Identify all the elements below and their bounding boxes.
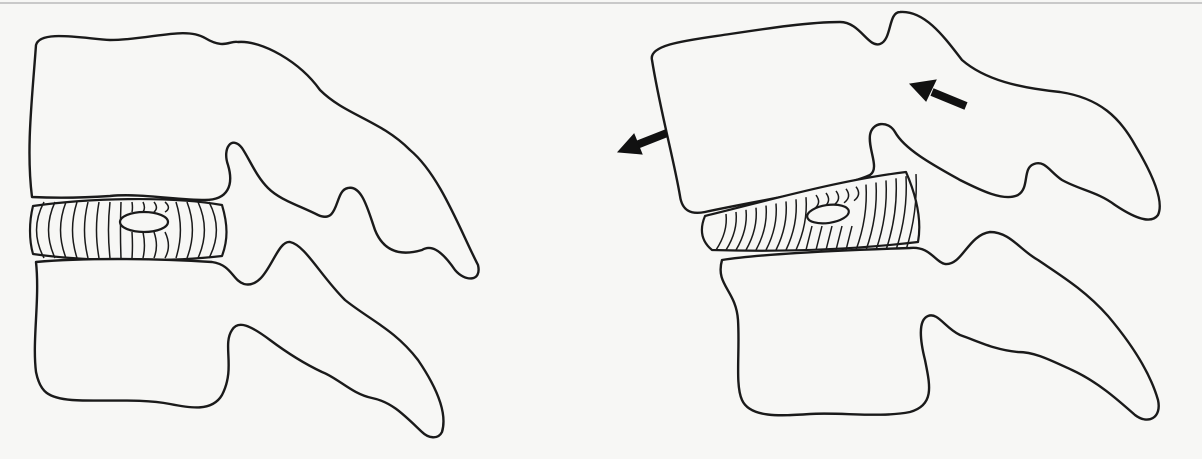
intervertebral-disc-left: [30, 199, 227, 260]
annulus-fiber: [120, 202, 121, 258]
nucleus-pulposus-left: [120, 212, 168, 232]
